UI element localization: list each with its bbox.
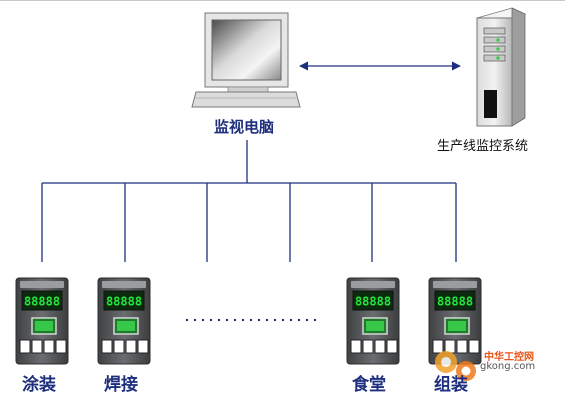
terminal-icon: 88888	[15, 277, 69, 365]
terminal-display: 88888	[24, 295, 60, 309]
terminal-icon: 88888	[97, 277, 151, 365]
terminal-icon: 88888	[346, 277, 400, 365]
node-label-canteen: 食堂	[352, 375, 386, 395]
line-system-label: 生产线监控系统	[437, 139, 529, 154]
terminal-icon: 88888	[428, 277, 482, 365]
computer-icon	[191, 12, 301, 108]
terminal-display: 88888	[437, 295, 473, 309]
watermark-gear-icon	[435, 351, 476, 381]
node-label-assembly: 组装	[434, 375, 468, 395]
terminal-display: 88888	[355, 295, 391, 309]
server-icon	[475, 7, 527, 127]
watermark-text: 中华工控网	[484, 352, 534, 363]
node-label-painting: 涂装	[22, 375, 56, 395]
terminal-display: 88888	[106, 295, 142, 309]
node-label-welding: 焊接	[104, 375, 138, 395]
monitor-pc-label: 监视电脑	[214, 118, 275, 136]
watermark-url: gkong.com	[480, 361, 536, 372]
top-border	[0, 0, 565, 1]
